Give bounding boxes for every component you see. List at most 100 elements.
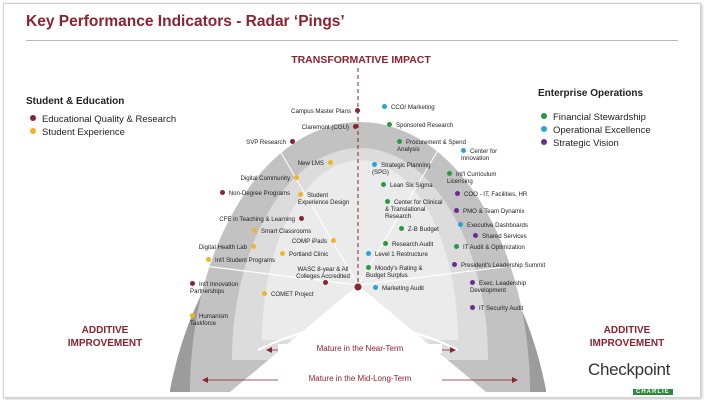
legend-item-student-experience: Student Experience (30, 127, 125, 138)
additive-improvement-right: ADDITIVE IMPROVEMENT (589, 325, 665, 349)
ring-label-mid-long-term: Mature in the Mid-Long-Term (278, 374, 442, 383)
legend-dot-yellow (30, 128, 36, 134)
ping-dot (383, 241, 388, 246)
page-title: Key Performance Indicators - Radar ‘Ping… (26, 13, 345, 30)
ping-dot (372, 162, 377, 167)
ping-moodys-rating: Moody's Rating & Budget Surplus (366, 265, 423, 279)
title-divider (26, 40, 678, 41)
radar-lower-arc (257, 324, 459, 351)
ping-digital-community: Digital Community (210, 175, 299, 182)
ping-dot (470, 305, 475, 310)
ping-smart-classrooms: Smart Classrooms (252, 228, 332, 235)
ping-dot (366, 265, 371, 270)
ping-dot (290, 139, 295, 144)
ping-coo-it-facilities-hr: COO - IT, Facilities, HR (455, 191, 547, 198)
ring-label-near-term: Mature in the Near-Term (278, 344, 442, 353)
additive-improvement-left: ADDITIVE IMPROVEMENT (67, 325, 143, 349)
ping-presidents-leadership-summit: President's Leadership Summit (452, 262, 558, 269)
ping-dot (461, 148, 466, 153)
legend-dot-dark-red (30, 115, 36, 121)
transformative-impact-label: TRANSFORMATIVE IMPACT (291, 54, 431, 66)
ping-comp-ipads: COMP iPads (270, 238, 336, 245)
ping-it-security-audit: IT Security Audit (470, 305, 536, 312)
ping-dot (447, 171, 452, 176)
ping-claremont: Claremont (CGU) (250, 124, 358, 131)
ping-center-clinical-translational: Center for Clinical & Translational Rese… (385, 199, 443, 220)
legend-item-financial-stewardship: Financial Stewardship (541, 112, 646, 123)
ping-dot (190, 313, 195, 318)
mid-term-arrow-left-head (202, 377, 208, 383)
ping-dot (381, 182, 386, 187)
ping-dot (328, 160, 333, 165)
near-term-arrow-left-head (266, 347, 272, 353)
ping-comet-project: COMET Project (262, 291, 332, 298)
ping-dot (452, 262, 457, 267)
ping-intl-curriculum-licensing: Int'l Curriculum Licensing (447, 171, 497, 185)
legend-left-title: Student & Education (26, 96, 125, 107)
ping-strategic-planning: Strategic Planning (SPG) (372, 162, 431, 176)
legend-item-operational-excellence: Operational Excellence (541, 125, 651, 136)
ping-portland-clinic: Portland Clinic (280, 251, 340, 258)
ping-level1-restructure: Level 1 Restructure (366, 251, 446, 258)
ping-dot (322, 280, 328, 285)
legend-dot-green (541, 113, 547, 119)
ping-dot (387, 122, 392, 127)
ping-wasc-accredited: WASC 8-year & All Colleges Accredited (292, 266, 354, 287)
checkpoint-charlie-logo: Checkpoint CHARLIE (588, 360, 678, 398)
legend-dot-blue (541, 126, 547, 132)
ping-dot (382, 104, 387, 109)
ping-dot (366, 251, 371, 256)
ping-executive-dashboards: Executive Dashboards (458, 222, 544, 229)
ping-dot (373, 285, 378, 290)
ping-marketing-audit: Marketing Audit (373, 285, 439, 292)
ping-dot (294, 175, 299, 180)
ping-dot (262, 291, 267, 296)
ping-dot (454, 244, 459, 249)
ping-cco-marketing: CCO/ Marketing (382, 104, 472, 111)
ping-cfe-teaching-learning: CFE in Teaching & Learning (190, 216, 304, 223)
ping-dot (331, 238, 336, 243)
ping-dot (454, 208, 459, 213)
mid-term-arrow-right-head (512, 377, 518, 383)
slide-frame (3, 3, 701, 398)
near-term-arrow-right-head (450, 347, 456, 353)
ping-zb-budget: Z-B Budget (399, 226, 459, 233)
ping-dot (206, 257, 211, 262)
ping-dot (397, 139, 402, 144)
ping-lean-six-sigma: Lean Six Sigma (381, 182, 447, 189)
ping-dot (280, 251, 285, 256)
legend-item-strategic-vision: Strategic Vision (541, 138, 619, 149)
ping-procurement: Procurement & Spend Analysis (397, 139, 466, 153)
ping-dot (190, 281, 195, 286)
ping-exec-leadership-development: Exec. Leadership Development (470, 280, 527, 294)
ping-pmo-team-dynamix: PMO & Team Dynamix (454, 208, 540, 215)
ping-center-for-innovation: Center for Innovation (461, 148, 498, 162)
ping-intl-student-programs: Int'l Student Programs (206, 257, 296, 264)
ping-campus-master-plans: Campus Master Plans (250, 108, 360, 115)
ping-sponsored-research: Sponsored Research (387, 122, 477, 129)
legend-dot-purple (541, 139, 547, 145)
ping-intl-innovation-partnerships: Int'l Innovation Partnerships (190, 281, 239, 295)
sector-line-right (357, 261, 545, 286)
ping-dot (385, 199, 390, 204)
ping-svp-research: SVP Research (200, 139, 295, 146)
sector-line-left-up (261, 119, 359, 286)
ping-dot (353, 124, 358, 129)
legend-right-title: Enterprise Operations (538, 88, 644, 99)
logo-text: Checkpoint (588, 360, 671, 379)
ping-research-audit: Research Audit (383, 241, 449, 248)
ping-dot (299, 216, 304, 221)
ping-dot (399, 226, 404, 231)
ping-humanism-taskforce: Humanism Taskforce (190, 313, 229, 327)
ping-dot (455, 191, 460, 196)
ping-it-audit-optimization: IT Audit & Optimization (454, 244, 544, 251)
ping-dot (298, 192, 303, 197)
radar-center-dot (354, 283, 362, 291)
ping-student-experience-design: Student Experience Design (298, 192, 350, 206)
ping-non-degree-programs: Non-Degree Programs (200, 190, 290, 197)
ping-dot (473, 233, 478, 238)
ping-dot (458, 222, 463, 227)
legend-item-educational-quality: Educational Quality & Research (30, 114, 176, 125)
